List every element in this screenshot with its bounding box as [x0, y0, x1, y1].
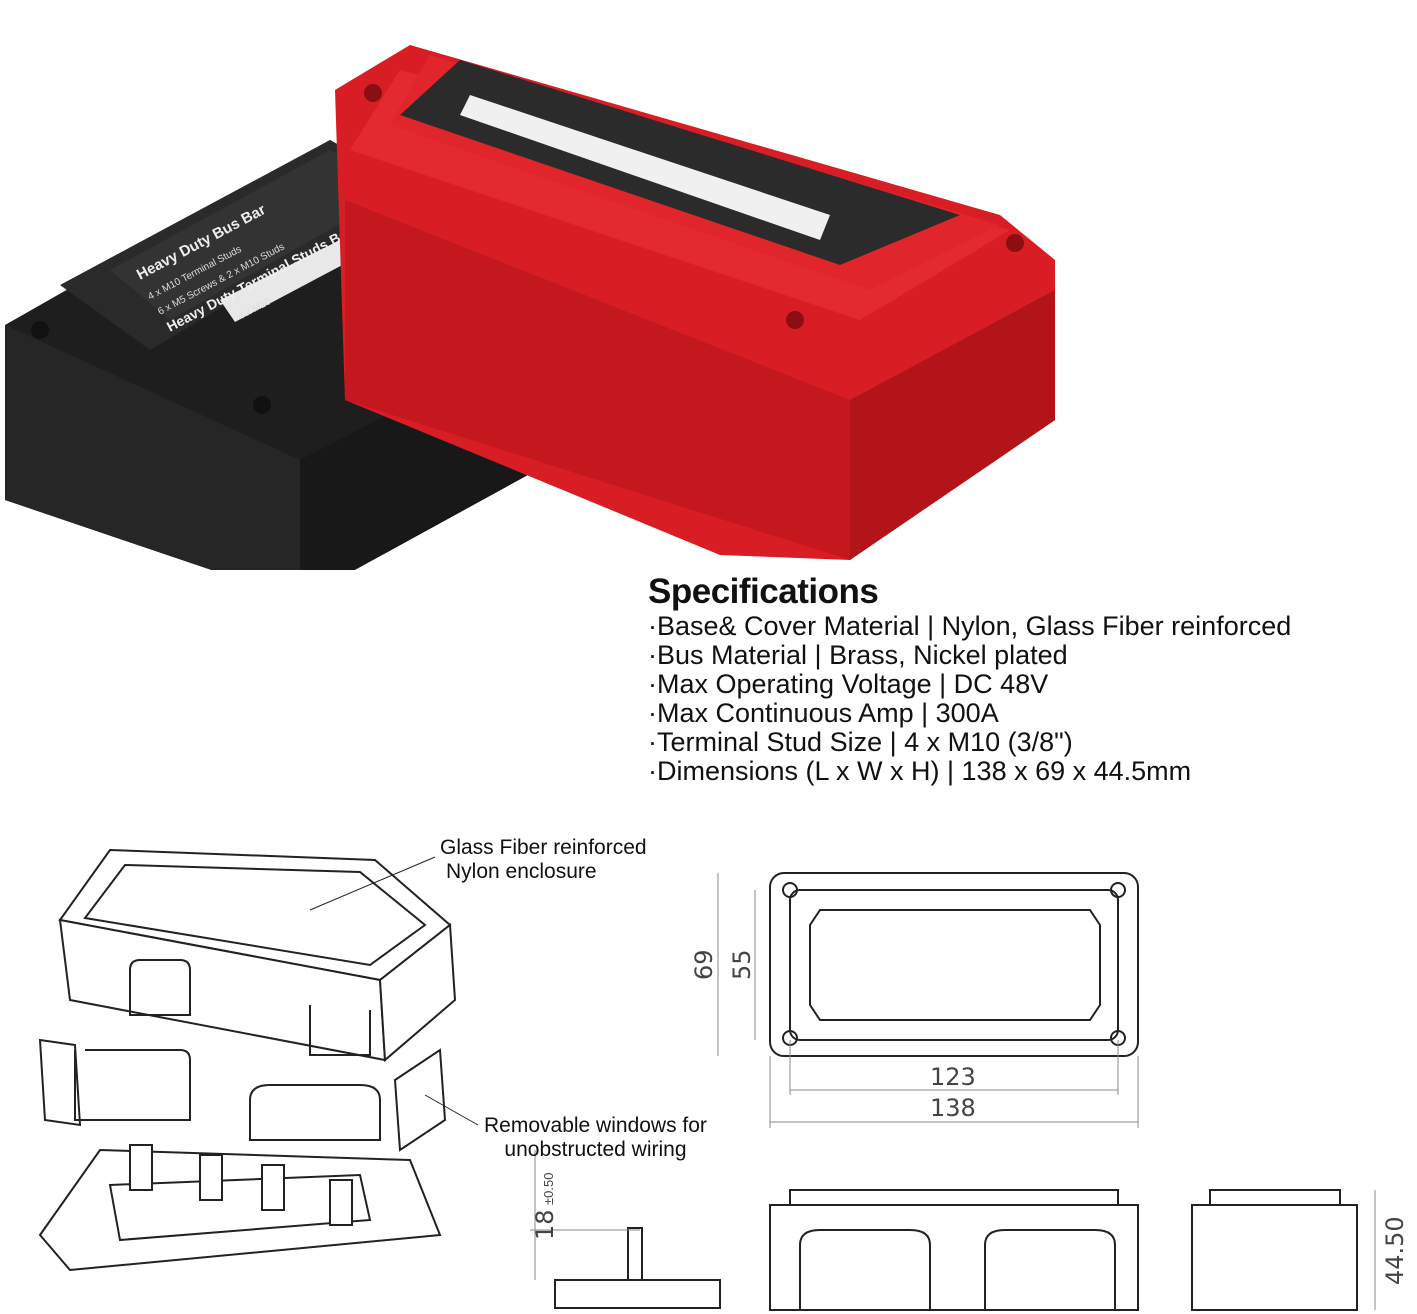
- dim-18-tolerance: ±0.50: [541, 1173, 556, 1205]
- specifications-block: Specifications ·Base& Cover Material | N…: [648, 572, 1291, 786]
- dim-44-50: 44.50: [1381, 1216, 1409, 1285]
- spec-item: ·Max Continuous Amp | 300A: [648, 698, 999, 728]
- exploded-view: [38, 848, 479, 1272]
- spec-item: ·Bus Material | Brass, Nickel plated: [648, 640, 1068, 670]
- callout-windows-line2: unobstructed wiring: [504, 1138, 687, 1161]
- dim-138: 138: [930, 1094, 976, 1122]
- product-photo: Heavy Duty Bus Bar 4 x M10 Terminal Stud…: [5, 45, 1055, 570]
- callout-enclosure-line1: Glass Fiber reinforced: [440, 836, 647, 859]
- dim-69: 69: [690, 949, 718, 980]
- dim-18: 18: [531, 1209, 559, 1240]
- specs-title: Specifications: [648, 572, 879, 611]
- red-bus-bar-box: [335, 45, 1055, 560]
- callout-windows-line1: Removable windows for: [484, 1114, 707, 1137]
- spec-item: ·Max Operating Voltage | DC 48V: [648, 669, 1049, 699]
- spec-item: ·Dimensions (L x W x H) | 138 x 69 x 44.…: [648, 756, 1192, 786]
- callout-enclosure: Glass Fiber reinforced Nylon enclosure: [440, 836, 647, 884]
- side-views: [530, 1150, 1376, 1311]
- callout-windows: Removable windows for unobstructed wirin…: [484, 1114, 707, 1162]
- callout-enclosure-line2: Nylon enclosure: [446, 860, 597, 883]
- spec-item: ·Base& Cover Material | Nylon, Glass Fib…: [648, 611, 1292, 641]
- technical-drawing: 69 55 123 138 18 ±0.50 44.50: [38, 848, 1409, 1311]
- dim-123: 123: [930, 1063, 976, 1091]
- dim-55: 55: [728, 949, 756, 980]
- top-view: [717, 872, 1139, 1128]
- spec-item: ·Terminal Stud Size | 4 x M10 (3/8"): [648, 727, 1073, 757]
